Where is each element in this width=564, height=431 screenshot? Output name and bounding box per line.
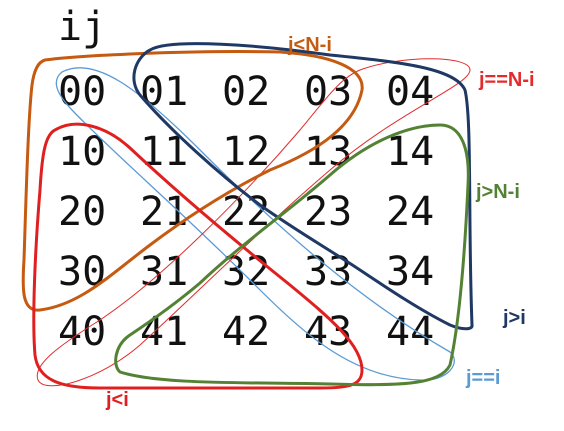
anti-diagonal-label: j==N-i [478,69,535,91]
cell-0-0: 00 [58,69,106,115]
lower-right-region-outline [114,123,470,387]
cell-2-0: 20 [58,189,106,235]
anti-diagonal-outline [36,58,471,387]
upper-left-region-label: j<N-i [287,34,332,56]
cell-0-1: 01 [140,69,188,115]
lower-left-region-outline [32,122,364,390]
cell-2-3: 23 [304,189,352,235]
cell-1-3: 13 [304,129,352,175]
upper-right-region-label: j>i [502,307,526,329]
index-header: ij [58,4,106,50]
cell-1-2: 12 [222,129,270,175]
cell-0-2: 02 [222,69,270,115]
cell-1-4: 14 [386,129,434,175]
lower-right-region-label: j>N-i [475,181,520,203]
upper-left-region-outline [21,50,364,312]
main-diagonal-label: j==i [465,367,500,389]
cell-3-3: 33 [304,249,352,295]
main-diagonal-outline [55,67,455,381]
cell-2-2: 22 [222,189,270,235]
upper-right-region-outline [132,42,474,331]
lower-left-region-label: j<i [105,389,129,411]
cell-4-1: 41 [140,309,188,355]
cell-0-3: 03 [304,69,352,115]
cell-0-4: 04 [386,69,434,115]
cell-3-1: 31 [140,249,188,295]
cell-3-0: 30 [58,249,106,295]
cell-4-2: 42 [222,309,270,355]
cell-3-4: 34 [386,249,434,295]
cell-2-4: 24 [386,189,434,235]
